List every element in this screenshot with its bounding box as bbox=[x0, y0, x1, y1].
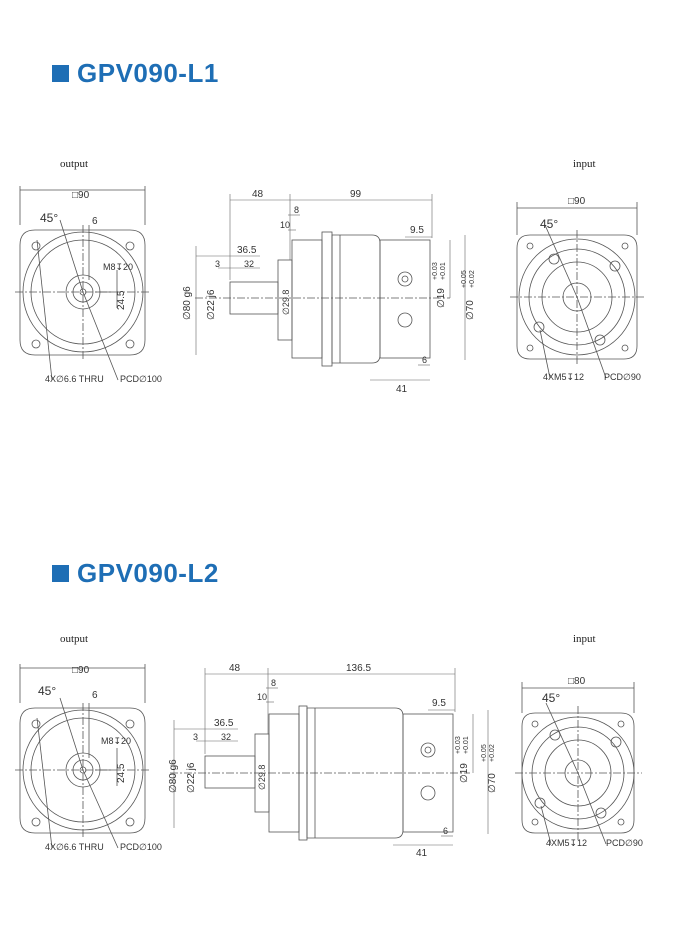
side-dia-70: ∅70 bbox=[465, 300, 476, 320]
side-dim-total: 136.5 bbox=[346, 663, 371, 674]
side-dim-48: 48 bbox=[252, 189, 264, 200]
side-dia-22: ∅22 j6 bbox=[186, 762, 197, 793]
output-view bbox=[15, 664, 150, 849]
input-angle-dim: 45° bbox=[542, 691, 560, 705]
output-holes-dim: 4X∅6.6 THRU bbox=[45, 374, 104, 384]
side-tol-19-upper: +0.03 bbox=[432, 262, 439, 280]
title-square-icon bbox=[52, 65, 69, 82]
side-dim-32: 32 bbox=[221, 732, 231, 742]
side-view bbox=[170, 705, 470, 841]
output-thread-dim: M8↧20 bbox=[101, 736, 131, 746]
side-dim-32: 32 bbox=[244, 259, 254, 269]
side-dia-29-8: ∅29.8 bbox=[257, 765, 267, 790]
side-tol-70-lower: +0.02 bbox=[489, 744, 496, 762]
input-view-label: input bbox=[573, 158, 596, 170]
input-square-dim: □90 bbox=[568, 196, 586, 207]
side-dim-48: 48 bbox=[229, 663, 241, 674]
output-pcd-dim: PCD∅100 bbox=[120, 842, 162, 852]
side-dim-10: 10 bbox=[280, 220, 290, 230]
side-dia-29-8: ∅29.8 bbox=[281, 290, 291, 315]
input-view bbox=[515, 682, 642, 845]
side-view bbox=[195, 231, 450, 367]
input-view bbox=[510, 202, 645, 379]
section-title-text: GPV090-L1 bbox=[77, 58, 219, 88]
input-pcd-dim: PCD∅90 bbox=[604, 372, 641, 382]
side-tol-70-lower: +0.02 bbox=[469, 270, 476, 288]
output-holes-dim: 4X∅6.6 THRU bbox=[45, 842, 104, 852]
side-dim-36-5: 36.5 bbox=[237, 245, 257, 256]
output-pcd-dim: PCD∅100 bbox=[120, 374, 162, 384]
output-key-dim: 24.5 bbox=[116, 763, 127, 783]
output-square-dim: □90 bbox=[72, 665, 90, 676]
side-tol-70-upper: +0.05 bbox=[461, 270, 468, 288]
side-dim-9-5: 9.5 bbox=[410, 225, 424, 236]
side-tol-19-upper: +0.03 bbox=[455, 736, 462, 754]
side-dim-8: 8 bbox=[271, 678, 276, 688]
output-view bbox=[15, 186, 150, 381]
input-view-label: input bbox=[573, 633, 596, 645]
side-dia-80: ∅80 g6 bbox=[168, 759, 179, 793]
section-title-l2: GPV090-L2 bbox=[52, 558, 219, 589]
section-title-text: GPV090-L2 bbox=[77, 558, 219, 588]
side-dia-22: ∅22 j6 bbox=[206, 289, 217, 320]
input-holes-dim: 4XM5↧12 bbox=[543, 372, 584, 382]
drawing-l1: □90 45° 6 M8↧20 24.5 4X∅6.6 THRU PCD∅100… bbox=[15, 186, 645, 395]
side-dim-10: 10 bbox=[257, 692, 267, 702]
output-angle-dim: 45° bbox=[38, 684, 56, 698]
output-key-dim: 24.5 bbox=[116, 290, 127, 310]
side-dim-6: 6 bbox=[443, 826, 448, 836]
input-pcd-dim: PCD∅90 bbox=[606, 838, 643, 848]
input-holes-dim: 4XM5↧12 bbox=[546, 838, 587, 848]
output-thread-dim: M8↧20 bbox=[103, 262, 133, 272]
side-dim-41: 41 bbox=[416, 848, 428, 859]
side-dia-80: ∅80 g6 bbox=[182, 286, 193, 320]
input-square-dim: □80 bbox=[568, 676, 586, 687]
side-dim-3: 3 bbox=[193, 732, 198, 742]
side-dim-6: 6 bbox=[422, 355, 427, 365]
output-angle-dim: 45° bbox=[40, 211, 58, 225]
side-dia-19: ∅19 bbox=[436, 288, 447, 308]
side-tol-19-lower: +0.01 bbox=[440, 262, 447, 280]
side-dim-9-5: 9.5 bbox=[432, 698, 446, 709]
output-view-label: output bbox=[60, 633, 89, 645]
side-tol-70-upper: +0.05 bbox=[481, 744, 488, 762]
side-dim-3: 3 bbox=[215, 259, 220, 269]
section-title-l1: GPV090-L1 bbox=[52, 58, 219, 89]
side-dia-70: ∅70 bbox=[487, 773, 498, 793]
side-dimension-lines bbox=[173, 668, 489, 846]
side-dim-41: 41 bbox=[396, 384, 408, 395]
output-view-label: output bbox=[60, 158, 89, 170]
output-offset-dim: 6 bbox=[92, 216, 98, 227]
side-dim-8: 8 bbox=[294, 205, 299, 215]
side-dim-total: 99 bbox=[350, 189, 362, 200]
side-dia-19: ∅19 bbox=[459, 763, 470, 783]
input-angle-dim: 45° bbox=[540, 217, 558, 231]
side-dimension-lines bbox=[195, 194, 466, 381]
drawing-l2: □90 45° 6 M8↧20 24.5 4X∅6.6 THRU PCD∅100… bbox=[15, 663, 643, 859]
side-tol-19-lower: +0.01 bbox=[463, 736, 470, 754]
title-square-icon bbox=[52, 565, 69, 582]
side-dim-36-5: 36.5 bbox=[214, 718, 234, 729]
output-square-dim: □90 bbox=[72, 190, 90, 201]
output-offset-dim: 6 bbox=[92, 690, 98, 701]
